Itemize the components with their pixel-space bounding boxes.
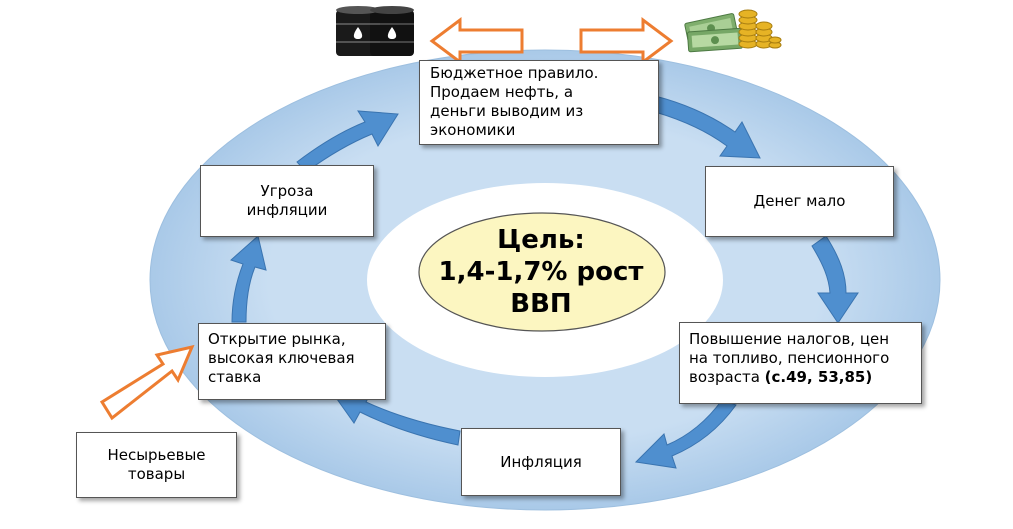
market-opening-line-2: высокая ключевая bbox=[208, 349, 355, 367]
goal-line-1: Цель: bbox=[497, 225, 585, 255]
non-resource-goods-line-1: Несырьевые bbox=[107, 446, 206, 464]
inflation-label: Инфляция bbox=[500, 452, 582, 471]
goal-line-3: ВВП bbox=[510, 289, 572, 319]
tax-increase-line-3-text: возраста bbox=[689, 368, 765, 386]
market-opening-line-1: Открытие рынка, bbox=[208, 330, 346, 348]
tax-increase-line-1: Повышение налогов, цен bbox=[689, 330, 890, 348]
node-inflation: Инфляция bbox=[461, 428, 621, 496]
budget-rule-line-2: Продаем нефть, а bbox=[430, 83, 574, 101]
node-market-opening: Открытие рынка, высокая ключевая ставка bbox=[198, 323, 386, 400]
node-non-resource-goods: Несырьевые товары bbox=[76, 432, 237, 498]
budget-rule-line-3: деньги выводим из bbox=[430, 102, 584, 120]
goal-ellipse bbox=[418, 212, 666, 332]
outline-arrow-to-money bbox=[579, 17, 674, 65]
little-money-label: Денег мало bbox=[753, 192, 846, 210]
node-tax-increase: Повышение налогов, цен на топливо, пенси… bbox=[679, 322, 922, 404]
tax-increase-page-ref: (с.49, 53,85) bbox=[764, 368, 873, 386]
outline-arrow-to-oil bbox=[429, 17, 524, 65]
node-little-money: Денег мало bbox=[705, 166, 894, 237]
inflation-threat-line-1: Угроза bbox=[260, 182, 314, 200]
tax-increase-line-2: на топливо, пенсионного bbox=[689, 349, 890, 367]
flow-arrow-taxes-to-inflation bbox=[634, 399, 737, 469]
budget-rule-line-4: экономики bbox=[430, 121, 516, 139]
inflation-threat-line-2: инфляции bbox=[246, 201, 328, 219]
tax-increase-line-3: возраста (с.49, 53,85) bbox=[689, 368, 912, 387]
flow-arrow-threat-to-budget bbox=[296, 110, 399, 173]
flow-arrow-money-to-taxes bbox=[811, 235, 859, 324]
goal-line-2: 1,4-1,7% рост bbox=[438, 257, 644, 287]
goal-text: Цель: 1,4-1,7% рост ВВП bbox=[418, 216, 664, 328]
node-budget-rule: Бюджетное правило. Продаем нефть, а день… bbox=[419, 60, 659, 145]
node-inflation-threat: Угроза инфляции bbox=[200, 165, 374, 237]
outline-arrow-from-goods bbox=[99, 344, 195, 421]
flow-arrow-budget-to-money bbox=[654, 95, 761, 159]
oil-barrels-icon bbox=[336, 6, 414, 56]
flow-arrow-market-to-threat bbox=[230, 235, 267, 323]
budget-rule-line-1: Бюджетное правило. bbox=[430, 64, 599, 82]
non-resource-goods-line-2: товары bbox=[127, 465, 186, 483]
money-stacks-coins-icon bbox=[684, 9, 782, 53]
market-opening-line-3: ставка bbox=[208, 368, 262, 386]
